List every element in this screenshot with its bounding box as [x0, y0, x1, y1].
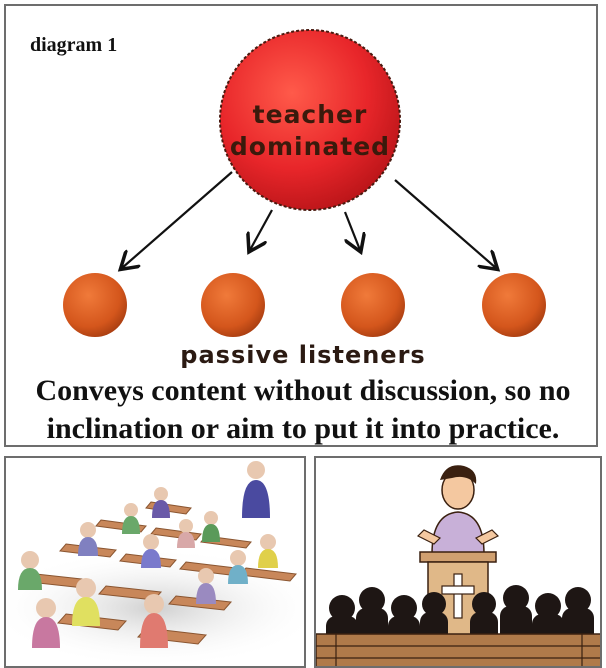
- hub-label-line2: dominated: [229, 132, 391, 161]
- preacher-figure: [416, 465, 500, 555]
- caption-line2: inclination or aim to put it into practi…: [46, 412, 560, 445]
- arrow-to-listener-2: [250, 209, 273, 250]
- preacher-pulpit-illustration: [316, 465, 600, 666]
- listener-circle-3: [341, 273, 405, 337]
- diagram-graphic: [63, 29, 546, 337]
- listener-circle-1: [63, 273, 127, 337]
- listener-circle-4: [482, 273, 546, 337]
- hub-circle: [219, 29, 401, 211]
- classroom-rows-illustration: [6, 461, 304, 666]
- diagram-label: diagram 1: [30, 34, 118, 56]
- hub-label-line1: teacher: [252, 100, 368, 129]
- listener-circle-2: [201, 273, 265, 337]
- caption-line1: Conveys content without discussion, so n…: [35, 374, 571, 407]
- arrow-to-listener-3: [343, 211, 360, 250]
- arrow-to-listener-4: [394, 179, 496, 268]
- pews: [316, 633, 600, 666]
- classroom-panel: [4, 456, 306, 668]
- arrow-to-listener-1: [122, 171, 233, 268]
- pulpit-panel: [314, 456, 602, 668]
- listeners-label: passive listeners: [180, 341, 426, 369]
